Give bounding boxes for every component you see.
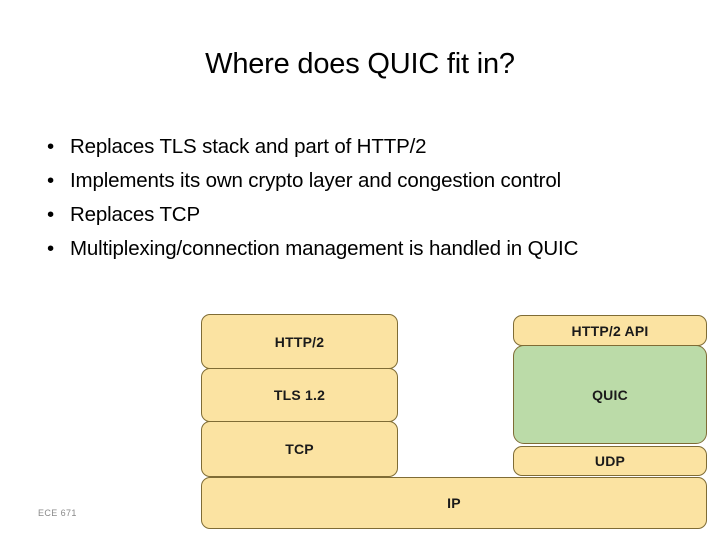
bullet-icon: • (47, 169, 55, 192)
layer-label: UDP (594, 453, 626, 469)
layer-label: IP (447, 495, 461, 511)
footer-course-code: ECE 671 (38, 508, 77, 518)
layer-label: HTTP/2 (274, 333, 325, 350)
bullet-icon: • (47, 237, 55, 260)
bullet-icon: • (47, 135, 55, 158)
layer-box-http2-api: HTTP/2 API (513, 315, 707, 346)
layer-label: TLS 1.2 (273, 387, 326, 403)
list-item: • Multiplexing/connection management is … (36, 233, 716, 264)
list-item: • Implements its own crypto layer and co… (36, 165, 716, 196)
list-item-label: Implements its own crypto layer and cong… (70, 169, 561, 192)
list-item-label: Replaces TLS stack and part of HTTP/2 (70, 135, 427, 158)
layer-box-tls: TLS 1.2 (201, 368, 398, 422)
list-item-label: Replaces TCP (70, 203, 200, 226)
layer-box-tcp: TCP (201, 421, 398, 477)
layer-box-udp: UDP (513, 446, 707, 476)
list-item-label: Multiplexing/connection management is ha… (70, 237, 579, 260)
page-title: Where does QUIC fit in? (205, 48, 515, 80)
layer-box-http2: HTTP/2 (201, 314, 398, 369)
bullet-icon: • (47, 203, 55, 226)
layer-label: QUIC (592, 386, 628, 403)
list-item: • Replaces TLS stack and part of HTTP/2 (36, 131, 716, 162)
bullet-list: • Replaces TLS stack and part of HTTP/2 … (36, 131, 716, 267)
list-item: • Replaces TCP (36, 199, 716, 230)
layer-label: TCP (285, 441, 314, 457)
layer-box-ip: IP (201, 477, 707, 529)
layer-label: HTTP/2 API (571, 322, 649, 339)
layer-box-quic: QUIC (513, 345, 707, 444)
